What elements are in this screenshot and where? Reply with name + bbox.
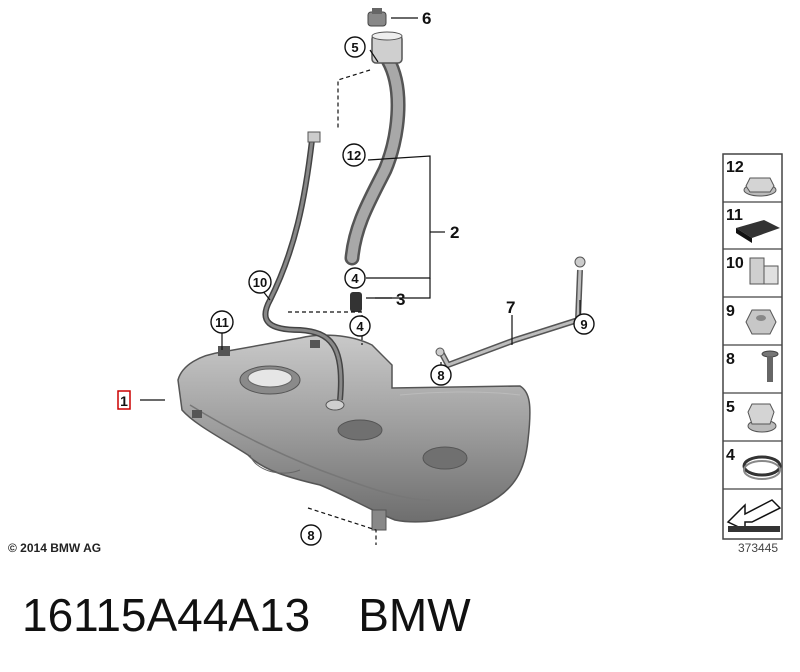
breather-hose-icon[interactable] xyxy=(262,131,344,401)
fuel-cap-icon[interactable] xyxy=(367,8,387,27)
legend-row-12[interactable]: 12 xyxy=(726,159,777,197)
legend-row-5[interactable]: 5 xyxy=(726,399,777,433)
callout-4a[interactable]: 4 xyxy=(344,267,366,289)
diagram-id: 373445 xyxy=(738,541,779,555)
legend-row-8[interactable]: 8 xyxy=(726,350,779,382)
svg-text:4: 4 xyxy=(726,447,735,464)
callouts: 5 12 4 4 10 11 8 9 8 xyxy=(210,36,595,546)
callout-5[interactable]: 5 xyxy=(344,36,366,58)
foam-pad-icon xyxy=(736,220,780,243)
legend-row-11[interactable]: 11 xyxy=(726,207,780,243)
legend-table: 12 11 10 9 xyxy=(722,153,783,540)
label-2: 2 xyxy=(450,223,459,242)
svg-text:1: 1 xyxy=(120,393,128,409)
label-3: 3 xyxy=(396,290,405,309)
leader-lines xyxy=(140,17,581,401)
collar-nut-icon xyxy=(747,403,777,433)
copyright-text: © 2014 BMW AG xyxy=(8,541,102,555)
screw-icon xyxy=(761,350,779,382)
hose-clamp-icon xyxy=(742,455,782,480)
svg-text:11: 11 xyxy=(215,315,229,330)
legend-row-4[interactable]: 4 xyxy=(726,447,782,480)
svg-text:8: 8 xyxy=(726,351,735,368)
callout-9[interactable]: 9 xyxy=(573,313,595,335)
part-footer: 16115A44A13 BMW xyxy=(22,588,471,642)
svg-text:10: 10 xyxy=(726,255,744,272)
hose-piece-icon[interactable] xyxy=(350,292,362,312)
clip-icon xyxy=(749,257,779,285)
svg-text:9: 9 xyxy=(580,317,587,332)
callout-8a[interactable]: 8 xyxy=(430,364,452,386)
svg-text:12: 12 xyxy=(347,148,361,163)
filler-pipe-icon[interactable] xyxy=(344,31,406,266)
callout-12[interactable]: 12 xyxy=(342,143,366,167)
legend-row-10[interactable]: 10 xyxy=(726,255,779,285)
callout-8b[interactable]: 8 xyxy=(300,524,322,546)
label-6: 6 xyxy=(422,9,431,28)
svg-text:5: 5 xyxy=(726,399,735,416)
svg-text:8: 8 xyxy=(437,368,444,383)
callout-4b[interactable]: 4 xyxy=(349,315,371,337)
part-number: 16115A44A13 xyxy=(22,589,311,641)
svg-text:4: 4 xyxy=(351,271,359,286)
hex-nut-icon xyxy=(745,309,777,335)
main-part-label[interactable]: 1 xyxy=(117,390,131,410)
flange-nut-icon xyxy=(743,177,777,197)
brand-name: BMW xyxy=(358,589,471,641)
return-arrow-icon[interactable] xyxy=(726,499,782,532)
label-7: 7 xyxy=(506,298,515,317)
svg-text:4: 4 xyxy=(356,319,364,334)
dashed-lines xyxy=(288,69,377,545)
legend-row-9[interactable]: 9 xyxy=(726,303,777,335)
fuel-tank-icon[interactable] xyxy=(177,334,531,531)
svg-text:9: 9 xyxy=(726,303,735,320)
svg-text:11: 11 xyxy=(726,207,743,224)
svg-text:12: 12 xyxy=(726,159,744,176)
callout-11[interactable]: 11 xyxy=(210,310,234,334)
svg-text:5: 5 xyxy=(351,40,358,55)
svg-text:10: 10 xyxy=(253,275,267,290)
callout-10[interactable]: 10 xyxy=(248,270,272,294)
tank-strap-icon[interactable] xyxy=(435,256,586,368)
svg-text:8: 8 xyxy=(307,528,314,543)
